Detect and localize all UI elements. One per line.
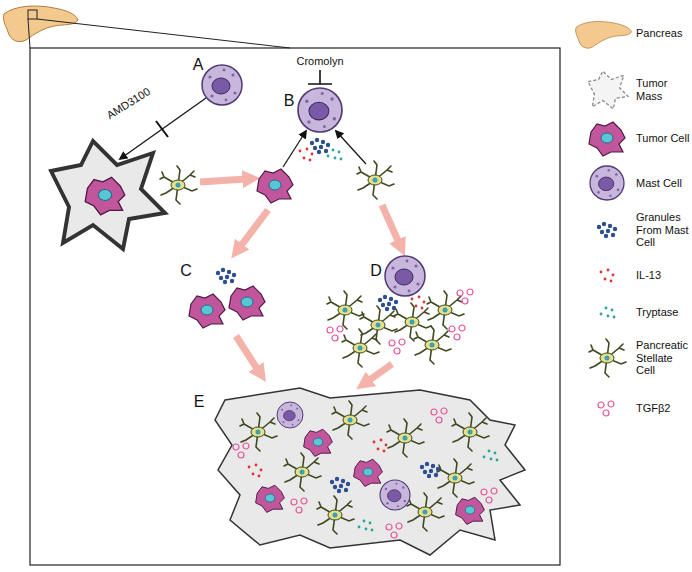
legend-text: Tumor Mass <box>636 77 690 102</box>
progress-arrow <box>240 210 268 247</box>
tryptase-dots <box>327 149 343 161</box>
mast-cell <box>298 88 342 132</box>
stellate-cell <box>317 496 354 534</box>
tumor-cell <box>257 169 293 203</box>
legend-text: Tumor Cell <box>636 132 690 145</box>
callout-letter: B <box>284 92 295 110</box>
legend-text: IL-13 <box>636 269 690 282</box>
tgfb2-rings <box>389 339 405 354</box>
tryptase-dots <box>483 450 499 462</box>
inhibition-bar <box>308 70 332 84</box>
drug-label: Cromolyn <box>296 55 343 68</box>
zoom-frame <box>30 48 560 565</box>
tumor-cell <box>456 497 485 524</box>
tumor-cell <box>256 485 285 512</box>
stellate-cell <box>452 413 489 451</box>
progress-arrow <box>382 205 399 243</box>
tgfb2-rings <box>233 443 249 458</box>
tgfb2-rings <box>457 289 473 304</box>
tgfb2-rings <box>386 523 402 538</box>
mast-cell <box>277 402 303 428</box>
tumor-mass <box>51 141 165 249</box>
tumor-cell <box>85 177 125 214</box>
tryptase-dots <box>358 520 374 532</box>
stellate-cell <box>407 493 444 531</box>
il13-dots <box>373 439 388 453</box>
mast-cell <box>385 256 425 296</box>
tgfb2-rings <box>481 488 497 503</box>
legend-icon <box>597 222 617 238</box>
callout-letter: A <box>193 56 204 74</box>
stellate-cell <box>240 413 277 451</box>
stellate-cell <box>394 303 431 341</box>
progress-arrow <box>236 336 258 370</box>
tumor-cell <box>229 286 265 320</box>
granules <box>216 268 236 284</box>
callout-letter: D <box>370 262 382 280</box>
zoom-square <box>28 10 37 19</box>
legend-icon <box>600 307 616 319</box>
il13-dots <box>248 464 263 478</box>
progress-arrow <box>368 364 392 381</box>
legend-icon <box>589 339 626 377</box>
legend-icon <box>598 401 614 416</box>
granules <box>378 295 398 311</box>
signal-arrow <box>283 131 306 167</box>
stellate-cell <box>342 329 379 367</box>
stellate-cell <box>160 166 197 204</box>
stellate-cell <box>360 306 397 344</box>
tgfb2-rings <box>431 408 447 423</box>
legend-text: Pancreas <box>636 27 690 40</box>
granules <box>420 462 440 478</box>
tumor-cell <box>189 294 225 328</box>
legend-icon <box>590 166 624 200</box>
pancreas-organ <box>3 6 78 42</box>
legend-text: Pancreatic Stellate Cell <box>636 339 690 377</box>
stellate-cell <box>437 459 474 497</box>
signal-arrow <box>336 131 366 164</box>
stellate-cell <box>284 453 321 491</box>
stellate-cell <box>427 291 464 329</box>
callout-letter: C <box>180 262 192 280</box>
stellate-cell <box>332 401 369 439</box>
granules <box>330 477 350 493</box>
tumor-mass <box>215 388 525 555</box>
zoom-lines <box>28 19 290 48</box>
legend-text: Tryptase <box>636 306 690 319</box>
tumor-cell <box>354 459 383 486</box>
legend-icon <box>600 269 615 283</box>
legend-icon <box>589 122 625 156</box>
stellate-cell <box>387 419 424 457</box>
tgfb2-rings <box>327 326 343 341</box>
legend-icon <box>588 71 628 109</box>
callout-letter: E <box>194 393 205 411</box>
progress-arrow <box>200 179 246 182</box>
il13-dots <box>411 296 426 310</box>
legend-text: TGFβ2 <box>636 402 690 415</box>
mast-cell <box>202 65 242 105</box>
legend-text: Granules From Mast Cell <box>636 211 690 249</box>
tgfb2-rings <box>291 498 307 513</box>
granules <box>310 138 330 154</box>
inhibition-bar <box>156 121 168 137</box>
tumor-cell <box>304 429 333 456</box>
il13-dots <box>299 148 314 162</box>
legend-icon <box>576 22 632 49</box>
stellate-cell <box>414 326 451 364</box>
stellate-cell <box>357 161 394 199</box>
legend-text: Mast Cell <box>636 177 690 190</box>
stellate-cell <box>327 291 364 329</box>
tgfb2-rings <box>449 325 465 340</box>
mast-cell <box>380 480 410 510</box>
drug-label: AMD3100 <box>104 85 152 122</box>
